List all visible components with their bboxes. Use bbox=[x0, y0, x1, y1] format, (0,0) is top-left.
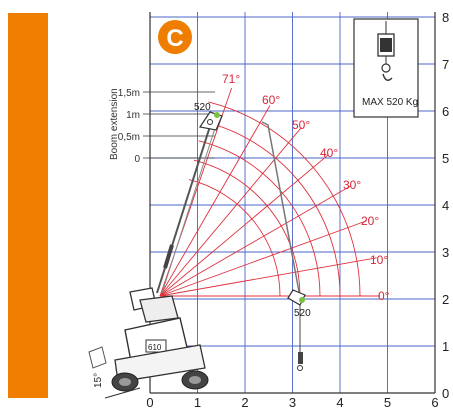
angle-label: 30° bbox=[343, 178, 361, 192]
angle-label: 20° bbox=[361, 214, 379, 228]
reach-arc bbox=[198, 140, 321, 297]
reach-arc bbox=[208, 101, 361, 297]
extension-label: 1,5m bbox=[118, 88, 140, 99]
y-axis-ticks: 0 1 2 3 4 5 6 7 8 bbox=[442, 10, 449, 401]
top-load-label: 520 bbox=[194, 102, 211, 113]
x-tick-label: 1 bbox=[194, 395, 201, 410]
x-tick-label: 0 bbox=[146, 395, 153, 410]
reach-arc bbox=[203, 120, 341, 297]
angle-ray bbox=[159, 257, 377, 297]
boom-extension-label: Boom extension bbox=[109, 88, 120, 160]
reach-arcs bbox=[159, 87, 380, 297]
angle-ray bbox=[159, 105, 271, 297]
crane-machine: 610 bbox=[88, 287, 209, 392]
angle-ray bbox=[159, 185, 351, 297]
y-tick-label: 0 bbox=[442, 386, 449, 401]
x-tick-label: 4 bbox=[336, 395, 343, 410]
angle-ray bbox=[159, 220, 367, 297]
svg-text:610: 610 bbox=[148, 343, 162, 352]
x-tick-label: 3 bbox=[289, 395, 296, 410]
accent-bar bbox=[8, 13, 48, 398]
angle-label: 0° bbox=[378, 289, 390, 303]
y-tick-label: 8 bbox=[442, 10, 449, 25]
angle-ray bbox=[159, 127, 302, 297]
max-load-text: MAX 520 Kg bbox=[362, 97, 418, 108]
angle-label: 71° bbox=[222, 72, 240, 86]
extension-label: 1m bbox=[126, 110, 140, 121]
x-tick-label: 5 bbox=[384, 395, 391, 410]
reach-arc bbox=[193, 159, 301, 297]
angle-labels: 71° 60° 50° 40° 30° 20° 10° 0° bbox=[222, 72, 390, 303]
reach-arc bbox=[188, 179, 281, 297]
y-tick-label: 6 bbox=[442, 104, 449, 119]
y-tick-label: 4 bbox=[442, 198, 449, 213]
boom-head-top bbox=[198, 111, 223, 131]
x-tick-label: 6 bbox=[431, 395, 438, 410]
y-tick-label: 5 bbox=[442, 151, 449, 166]
x-tick-label: 2 bbox=[241, 395, 248, 410]
angle-label: 60° bbox=[262, 93, 280, 107]
angle-label: 40° bbox=[320, 146, 338, 160]
y-tick-label: 2 bbox=[442, 292, 449, 307]
bottom-load-label: 520 bbox=[294, 308, 311, 319]
angle-label: 10° bbox=[370, 253, 388, 267]
x-axis-ticks: 0 1 2 3 4 5 6 bbox=[146, 395, 438, 410]
boom-head-bottom bbox=[287, 289, 306, 371]
extension-label: 0 bbox=[134, 154, 140, 165]
extension-levels: 1,5m 1m 0,5m 0 bbox=[118, 88, 215, 165]
tilt-reference-line bbox=[104, 387, 141, 399]
y-tick-label: 3 bbox=[442, 245, 449, 260]
angle-label: 50° bbox=[292, 118, 310, 132]
y-tick-label: 1 bbox=[442, 339, 449, 354]
chart-badge: C bbox=[158, 20, 192, 54]
boom bbox=[156, 119, 301, 298]
tilt-angle-label: 15° bbox=[93, 373, 104, 388]
max-load-box bbox=[353, 18, 419, 118]
angle-ray bbox=[159, 154, 329, 297]
extension-label: 0,5m bbox=[118, 132, 140, 143]
y-tick-label: 7 bbox=[442, 57, 449, 72]
badge-letter: C bbox=[166, 25, 183, 52]
